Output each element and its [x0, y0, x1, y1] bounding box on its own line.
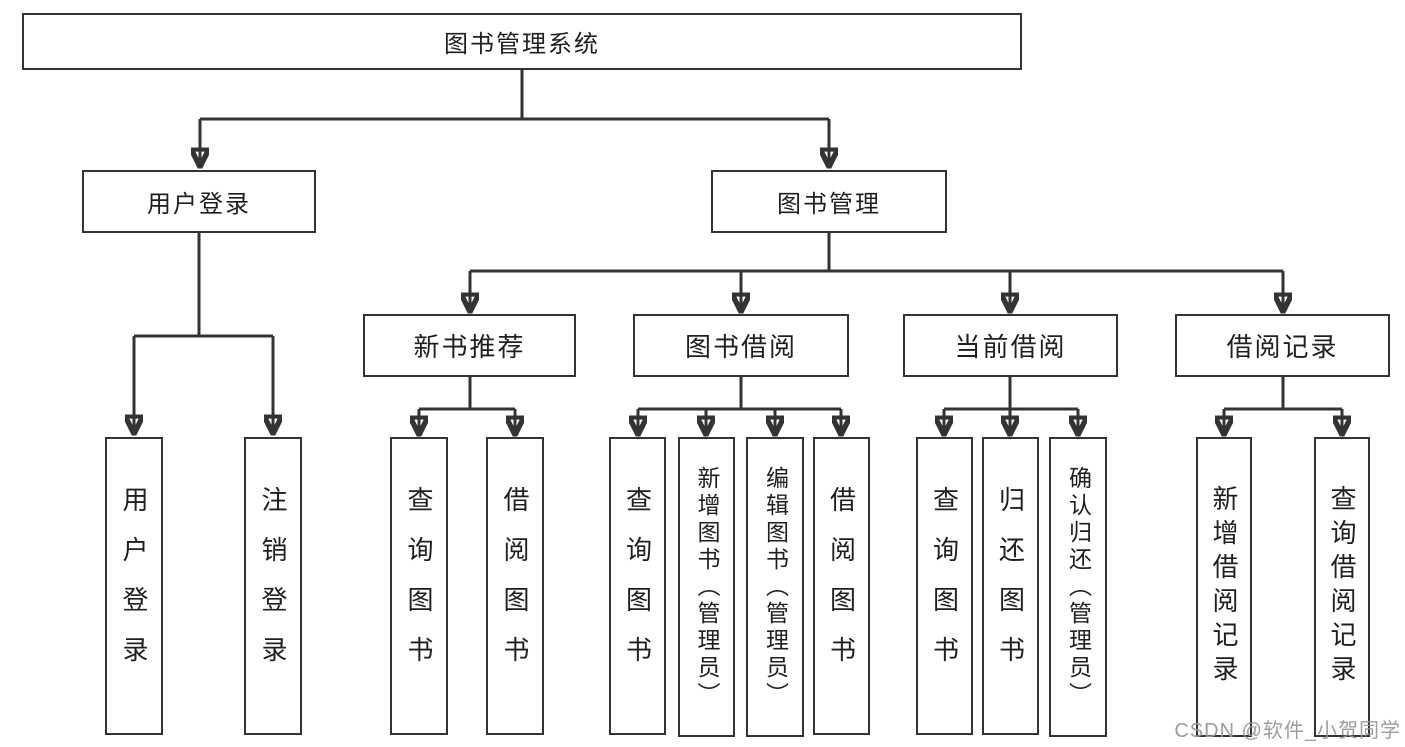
node-book-management: 图书管理 [711, 170, 947, 233]
node-leaf-nb-query-books: 查询图书 [390, 437, 448, 735]
node-label: 编辑图书（管理员） [762, 465, 789, 709]
node-label: 查询借阅记录 [1327, 485, 1357, 689]
node-leaf-logout: 注销登录 [244, 437, 302, 735]
node-label: 借阅图书 [500, 486, 530, 686]
node-label: 新增借阅记录 [1209, 485, 1239, 689]
node-label: 确认归还（管理员） [1065, 465, 1092, 709]
node-label: 归还图书 [995, 486, 1026, 686]
node-book-borrowing: 图书借阅 [633, 314, 849, 377]
node-leaf-user-login: 用户登录 [105, 437, 163, 735]
node-leaf-bb-borrow-books: 借阅图书 [813, 437, 870, 735]
csdn-watermark: CSDN @软件_小贺同学 [1174, 720, 1401, 742]
node-label: 注销登录 [258, 486, 288, 686]
node-label: 当前借阅 [954, 332, 1067, 362]
node-user-login-branch: 用户登录 [82, 170, 316, 233]
node-library-management-system: 图书管理系统 [22, 13, 1022, 70]
node-label: 新增图书（管理员） [694, 465, 720, 709]
node-borrowing-records: 借阅记录 [1175, 314, 1390, 377]
node-leaf-cb-confirm-return-admin: 确认归还（管理员） [1049, 437, 1107, 737]
node-current-borrowing: 当前借阅 [903, 314, 1118, 377]
node-leaf-nb-borrow-books: 借阅图书 [486, 437, 544, 735]
node-label: 用户登录 [119, 486, 149, 686]
node-leaf-br-query-record: 查询借阅记录 [1314, 437, 1370, 737]
node-label: 图书借阅 [684, 332, 797, 362]
node-leaf-bb-edit-books-admin: 编辑图书（管理员） [746, 437, 804, 737]
node-leaf-br-add-record: 新增借阅记录 [1196, 437, 1252, 737]
node-label: 查询图书 [929, 486, 960, 686]
node-label: 用户登录 [147, 191, 251, 218]
node-label: 查询图书 [404, 486, 434, 686]
node-label: 借阅记录 [1226, 332, 1339, 362]
node-leaf-bb-add-books-admin: 新增图书（管理员） [678, 437, 735, 737]
node-new-book-recommendation: 新书推荐 [363, 314, 576, 377]
node-label: 图书管理系统 [444, 31, 600, 58]
node-label: 借阅图书 [826, 486, 857, 686]
node-label: 新书推荐 [413, 332, 526, 362]
node-leaf-bb-query-books: 查询图书 [609, 437, 666, 735]
node-leaf-cb-return-books: 归还图书 [982, 437, 1039, 735]
node-leaf-cb-query-books: 查询图书 [916, 437, 973, 735]
node-label: 图书管理 [777, 191, 881, 218]
node-label: 查询图书 [622, 486, 653, 686]
